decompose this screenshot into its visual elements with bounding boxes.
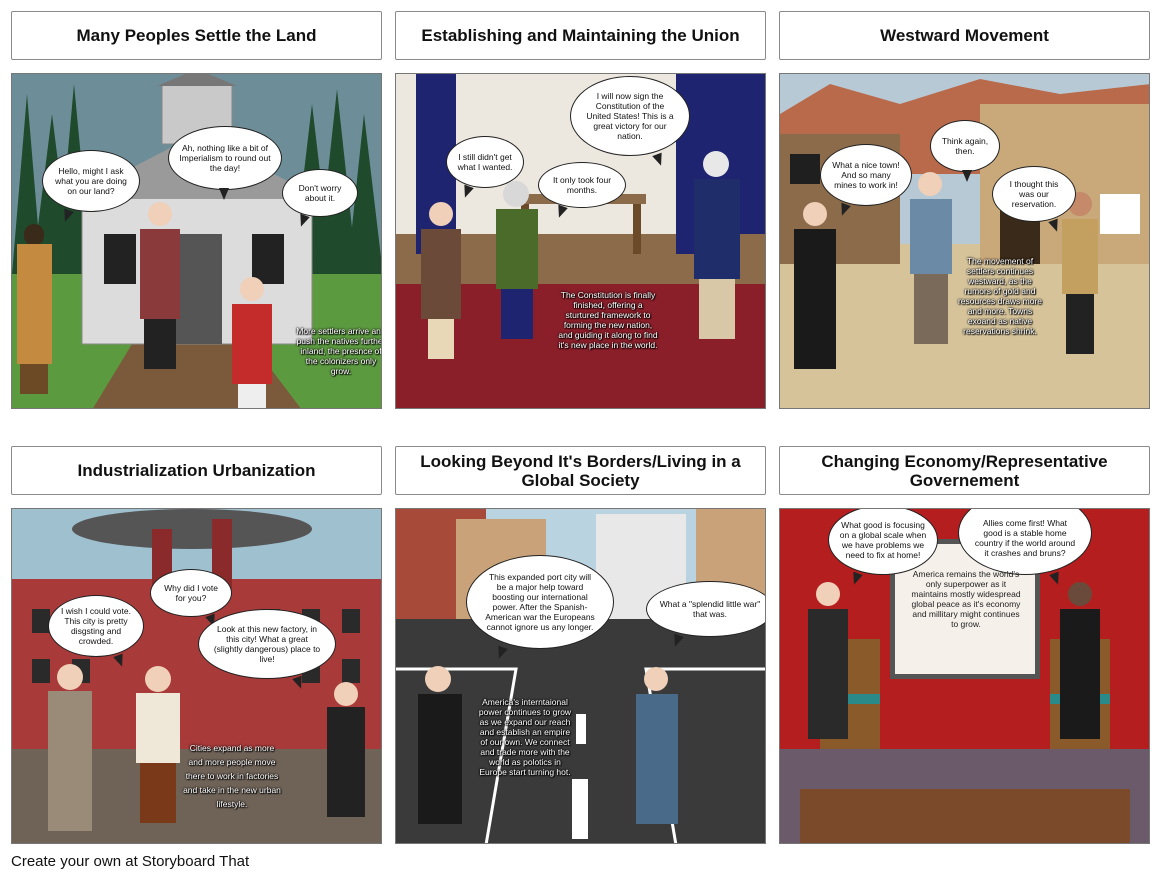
footer-credit[interactable]: Create your own at Storyboard That: [11, 853, 250, 870]
port-city-illustration: [396, 509, 765, 843]
speech-bubble: It only took four months.: [538, 162, 626, 208]
panel-title: Establishing and Maintaining the Union: [395, 11, 766, 60]
speech-bubble: Allies come first! What good is a stable…: [958, 509, 1092, 575]
speech-bubble: Ah, nothing like a bit of Imperialism to…: [168, 126, 282, 200]
narration-caption: America's interntaional power continues …: [478, 697, 572, 777]
speech-bubble: I will now sign the Constitution of the …: [570, 76, 690, 156]
speech-bubble: I still didn't get what I wanted.: [446, 136, 524, 188]
panel-scene: What a nice town! And so many mines to w…: [779, 73, 1150, 409]
panel-scene: What good is focusing on a global scale …: [779, 508, 1150, 844]
narration-caption: The Constitution is finally finished, of…: [558, 290, 658, 350]
speech-bubble: This expanded port city will be a major …: [466, 555, 614, 649]
narration-caption: America remains the world's only superpo…: [911, 569, 1021, 629]
speech-bubble: Hello, might I ask what you are doing on…: [42, 150, 140, 212]
speech-bubble: Why did I vote for you?: [150, 569, 232, 617]
narration-caption: Cities expand as more and more people mo…: [183, 743, 281, 809]
speech-bubble: What good is focusing on a global scale …: [828, 509, 938, 575]
speech-bubble: What a "splendid little war" that was.: [646, 581, 765, 637]
speech-bubble: Don't worry about it.: [282, 169, 358, 217]
speech-bubble: I thought this was our reservation.: [992, 166, 1076, 222]
panel-title: Changing Economy/Representative Governem…: [779, 446, 1150, 495]
debate-stage-illustration: [780, 509, 1149, 843]
panel-title: Westward Movement: [779, 11, 1150, 60]
panel-title: Industrialization Urbanization: [11, 446, 382, 495]
narration-caption: The movement of settlers continues westw…: [957, 256, 1043, 336]
panel-scene: Hello, might I ask what you are doing on…: [11, 73, 382, 409]
panel-title: Many Peoples Settle the Land: [11, 11, 382, 60]
speech-bubble: Look at this new factory, in this city! …: [198, 609, 336, 679]
panel-title: Looking Beyond It's Borders/Living in a …: [395, 446, 766, 495]
panel-scene: This expanded port city will be a major …: [395, 508, 766, 844]
speech-bubble: What a nice town! And so many mines to w…: [820, 144, 912, 206]
speech-bubble: I wish I could vote. This city is pretty…: [48, 595, 144, 657]
panel-scene: I will now sign the Constitution of the …: [395, 73, 766, 409]
speech-bubble: Think again, then.: [930, 120, 1000, 182]
narration-caption: More settlers arrive and push the native…: [296, 326, 382, 376]
panel-scene: I wish I could vote. This city is pretty…: [11, 508, 382, 844]
